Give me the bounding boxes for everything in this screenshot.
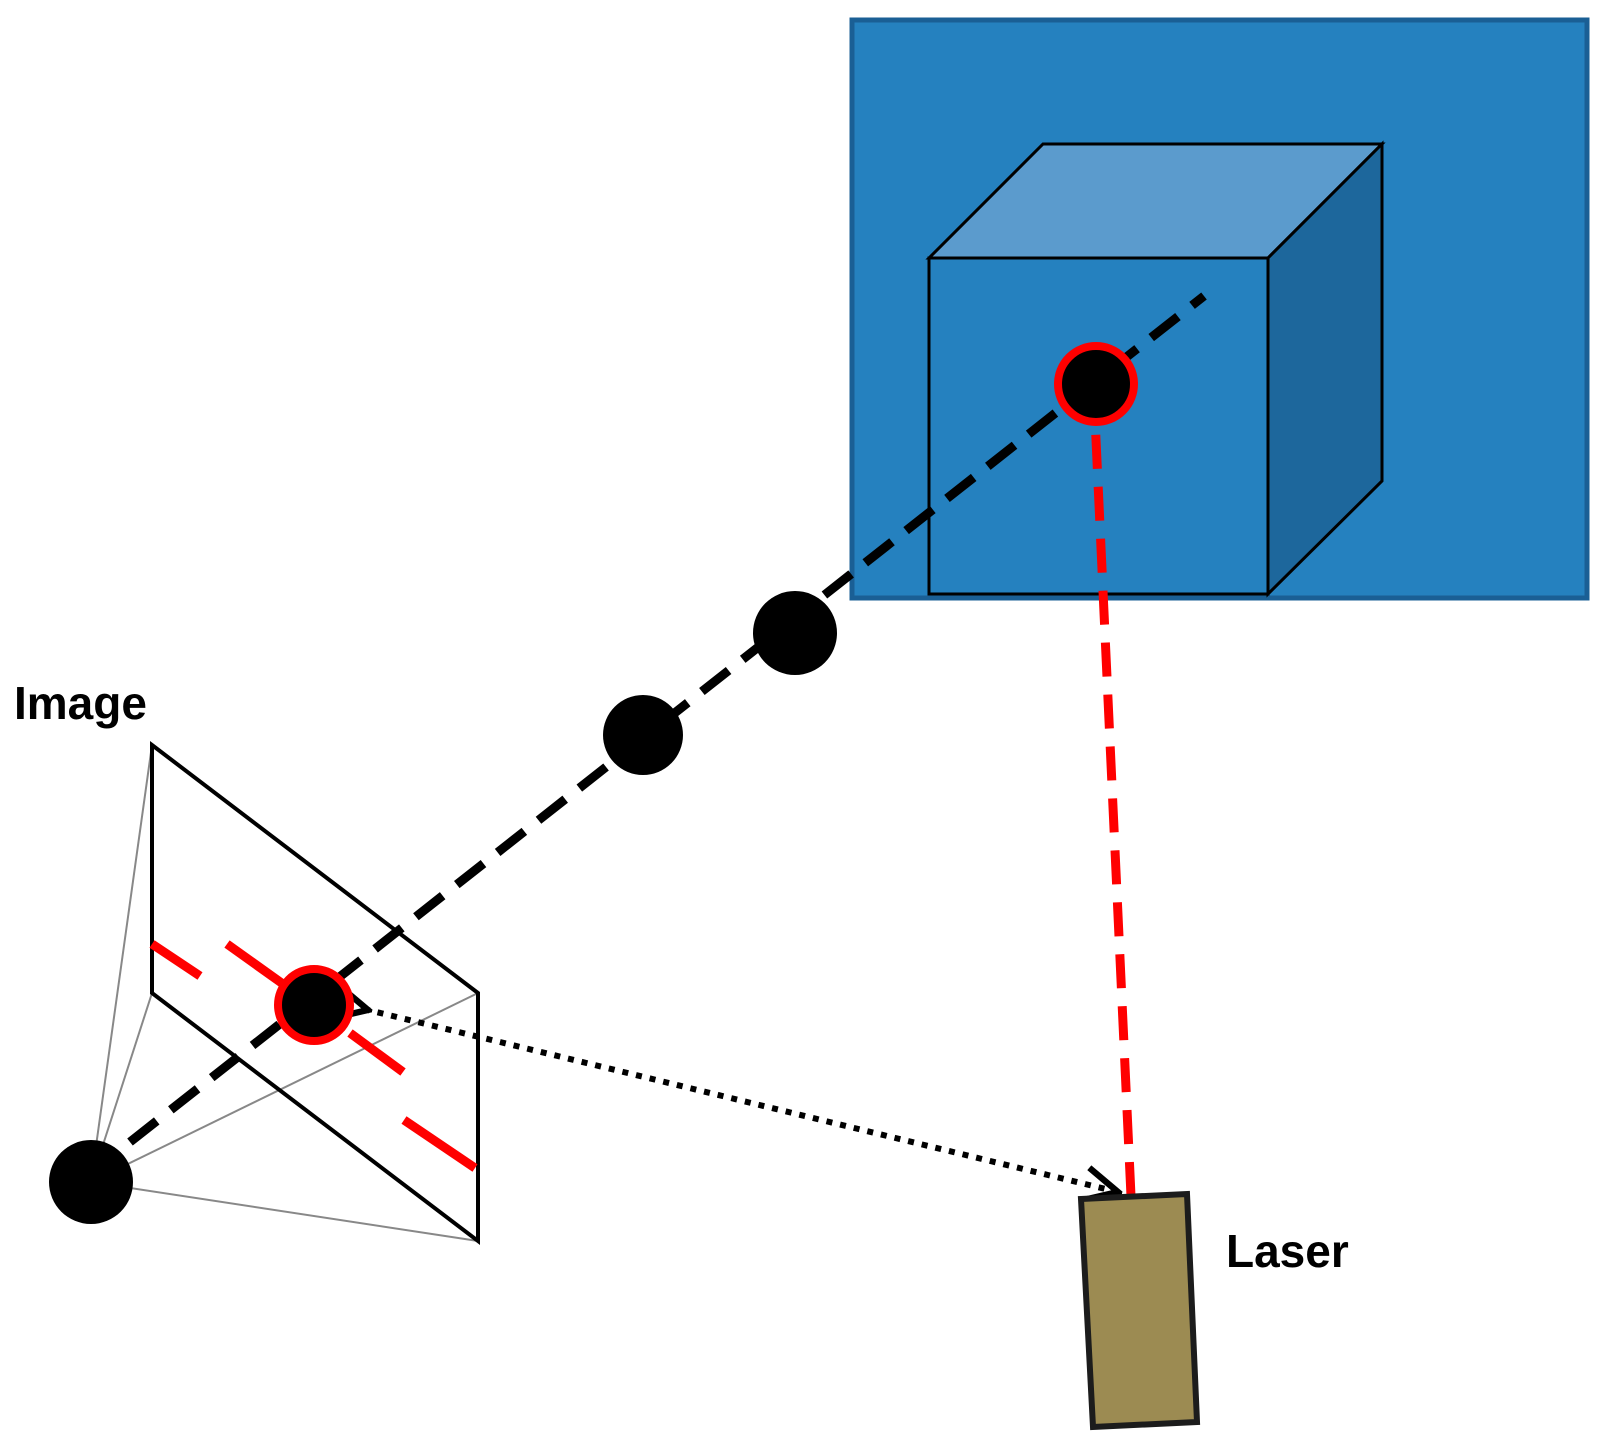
baseline-arrow — [368, 1010, 1118, 1192]
image-plane — [150, 740, 480, 1246]
candidate-point-near — [603, 695, 683, 775]
image-point — [274, 965, 354, 1045]
laser-label: Laser — [1226, 1225, 1349, 1277]
laser-device — [1077, 1190, 1201, 1431]
cube-object — [925, 140, 1386, 598]
image-label: Image — [14, 677, 147, 729]
surface-point — [1054, 342, 1138, 426]
cube-front-face — [927, 256, 1270, 596]
candidate-point-far — [753, 591, 837, 675]
camera-center — [49, 1140, 133, 1224]
laser-ray — [1090, 417, 1136, 1197]
